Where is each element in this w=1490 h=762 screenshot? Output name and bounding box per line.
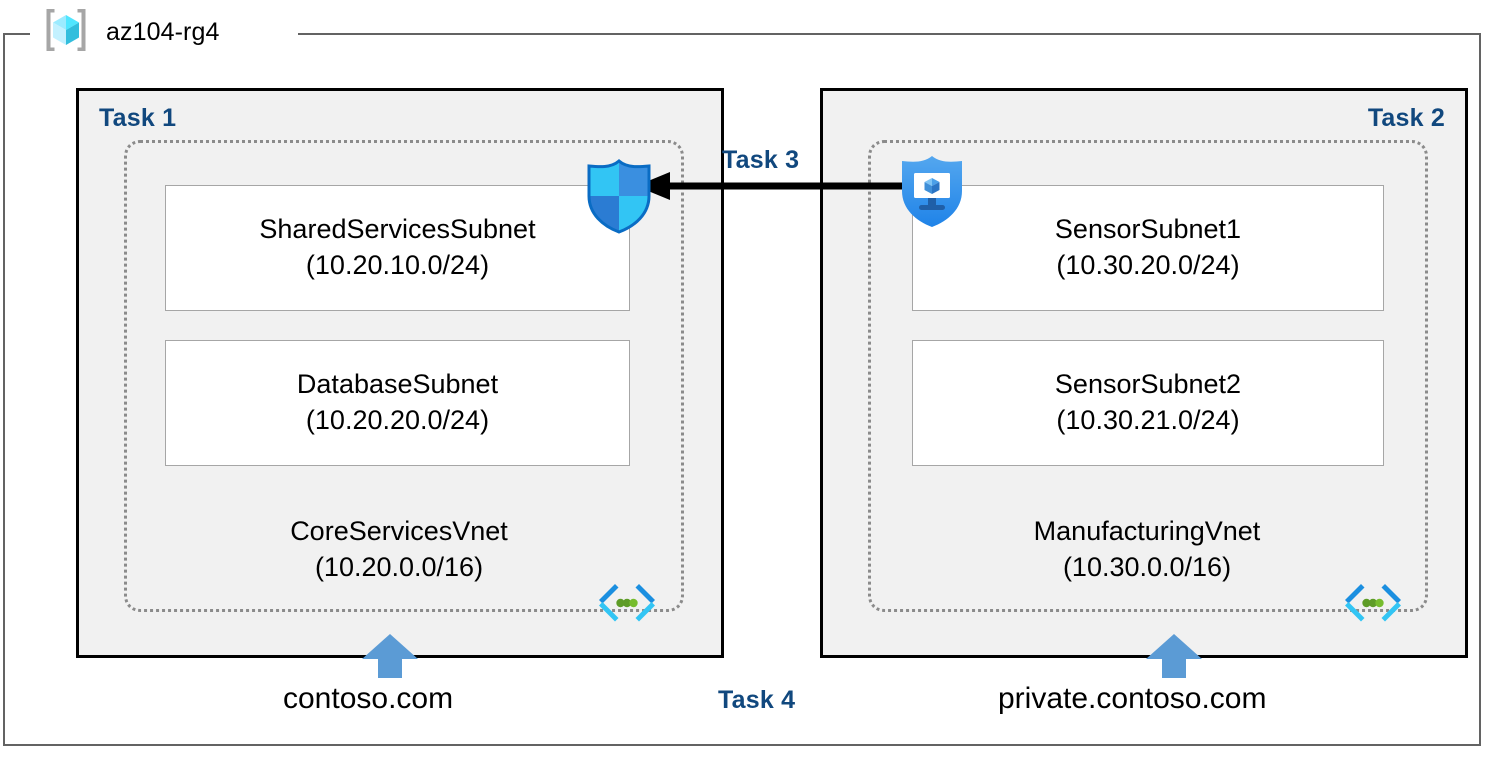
subnet-cidr: (10.30.20.0/24) bbox=[1056, 250, 1240, 280]
vnet-name: CoreServicesVnet bbox=[290, 516, 508, 546]
protected-virtual-machine-icon bbox=[897, 153, 967, 229]
vnet-manufacturing-boundary bbox=[868, 140, 1428, 612]
subnet-sensorsubnet1: SensorSubnet1 (10.30.20.0/24) bbox=[912, 185, 1384, 311]
task-4-label: Task 4 bbox=[718, 686, 796, 714]
subnet-sharedservicessubnet: SharedServicesSubnet (10.20.10.0/24) bbox=[165, 185, 630, 311]
vnet-cidr: (10.20.0.0/16) bbox=[314, 551, 484, 582]
subnet-cidr: (10.20.20.0/24) bbox=[305, 405, 490, 435]
subnet-databasesubnet: DatabaseSubnet (10.20.20.0/24) bbox=[165, 340, 630, 466]
left-arrow-icon bbox=[636, 170, 908, 202]
private-dns-zone-label: private.contoso.com bbox=[998, 682, 1267, 715]
subnet-name: SensorSubnet1 bbox=[1054, 214, 1242, 245]
vnet-coreservices-caption: CoreServicesVnet (10.20.0.0/16) bbox=[164, 514, 634, 585]
resource-group-header: az104-rg4 bbox=[40, 4, 219, 60]
azure-resource-group-cube-icon bbox=[40, 4, 92, 61]
subnet-name: DatabaseSubnet bbox=[296, 369, 499, 400]
subnet-name: SharedServicesSubnet bbox=[259, 214, 536, 245]
vnet-name: ManufacturingVnet bbox=[1033, 516, 1261, 546]
firewall-shield-icon bbox=[583, 158, 655, 234]
subnet-cidr: (10.30.21.0/24) bbox=[1056, 405, 1240, 435]
vnet-coreservices-boundary bbox=[124, 140, 684, 612]
resource-group-name: az104-rg4 bbox=[106, 17, 220, 46]
up-arrow-icon bbox=[362, 634, 418, 678]
subnet-sensorsubnet2: SensorSubnet2 (10.30.21.0/24) bbox=[912, 340, 1384, 466]
public-dns-zone-label: contoso.com bbox=[283, 682, 454, 715]
resource-group-frame bbox=[3, 33, 1481, 746]
vnet-manufacturing-caption: ManufacturingVnet (10.30.0.0/16) bbox=[912, 514, 1382, 585]
virtual-network-icon bbox=[596, 582, 658, 626]
virtual-network-icon bbox=[1342, 582, 1404, 626]
task-3-label: Task 3 bbox=[722, 146, 800, 174]
task-1-label: Task 1 bbox=[99, 104, 177, 132]
subnet-name: SensorSubnet2 bbox=[1054, 369, 1242, 400]
task-2-label: Task 2 bbox=[1367, 104, 1445, 132]
subnet-cidr: (10.20.10.0/24) bbox=[305, 250, 490, 280]
up-arrow-icon bbox=[1146, 634, 1202, 678]
vnet-cidr: (10.30.0.0/16) bbox=[1062, 551, 1232, 582]
